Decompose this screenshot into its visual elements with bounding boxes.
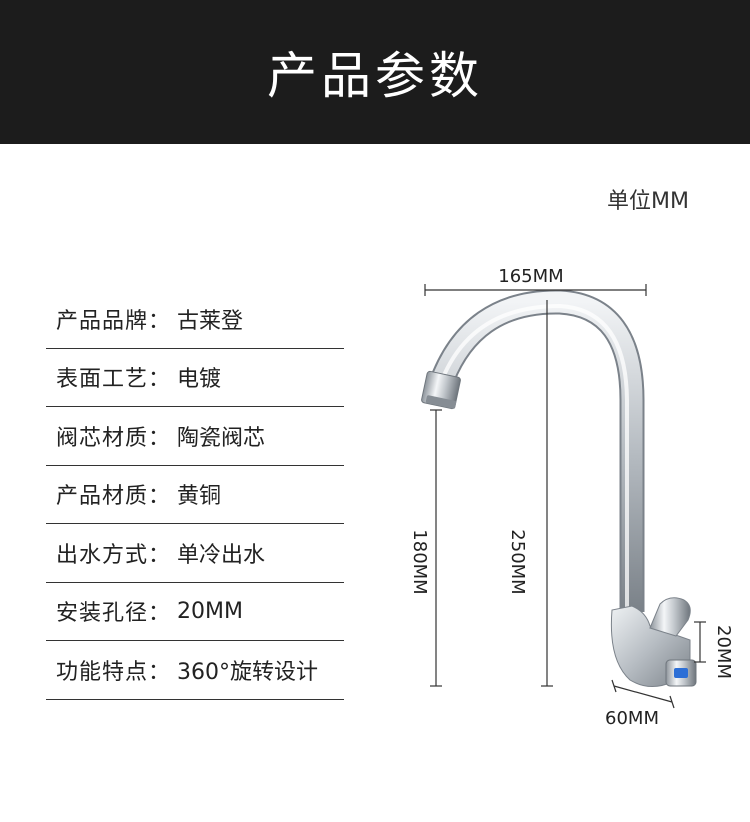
spout-height-label: 180MM (409, 529, 430, 594)
total-height-label: 250MM (507, 529, 528, 594)
spec-row-hole: 安装孔径：20MM (46, 583, 344, 641)
spec-row-brand: 产品品牌：古莱登 (46, 290, 344, 349)
spec-value: 20MM (177, 598, 243, 624)
spec-row-feature: 功能特点：360°旋转设计 (46, 641, 344, 700)
spec-value: 陶瓷阀芯 (177, 425, 266, 451)
spec-key: 出水方式： (56, 542, 172, 568)
spec-value: 黄铜 (177, 484, 222, 510)
spec-value: 单冷出水 (177, 542, 266, 568)
faucet-handle (649, 597, 691, 637)
spec-key: 安装孔径： (56, 601, 172, 627)
spec-key: 表面工艺： (56, 367, 172, 393)
spec-value: 电镀 (177, 367, 222, 393)
base-height-label: 20MM (713, 625, 734, 679)
spec-row-finish: 表面工艺：电镀 (46, 349, 344, 407)
faucet-image (421, 289, 697, 687)
spec-row-valve: 阀芯材质：陶瓷阀芯 (46, 407, 344, 466)
spec-key: 产品材质： (56, 484, 172, 510)
spec-key: 功能特点： (56, 659, 172, 685)
spec-row-outlet: 出水方式：单冷出水 (46, 524, 344, 583)
page-title: 产品参数 (267, 47, 483, 105)
base-width-dimension-line (613, 685, 673, 703)
spec-row-material: 产品材质：黄铜 (46, 466, 344, 524)
spec-key: 产品品牌： (56, 308, 172, 334)
spec-value: 360°旋转设计 (177, 659, 319, 685)
unit-label: 单位MM (607, 189, 689, 214)
width-label: 165MM (498, 266, 563, 287)
spec-value: 古莱登 (177, 308, 244, 334)
page-header: 产品参数 (0, 0, 750, 144)
dimension-lines (424, 284, 706, 709)
spec-key: 阀芯材质： (56, 425, 172, 451)
cold-indicator-icon (674, 668, 688, 678)
base-width-label: 60MM (605, 708, 659, 729)
spec-table: 产品品牌：古莱登 表面工艺：电镀 阀芯材质：陶瓷阀芯 产品材质：黄铜 出水方式：… (46, 290, 344, 700)
